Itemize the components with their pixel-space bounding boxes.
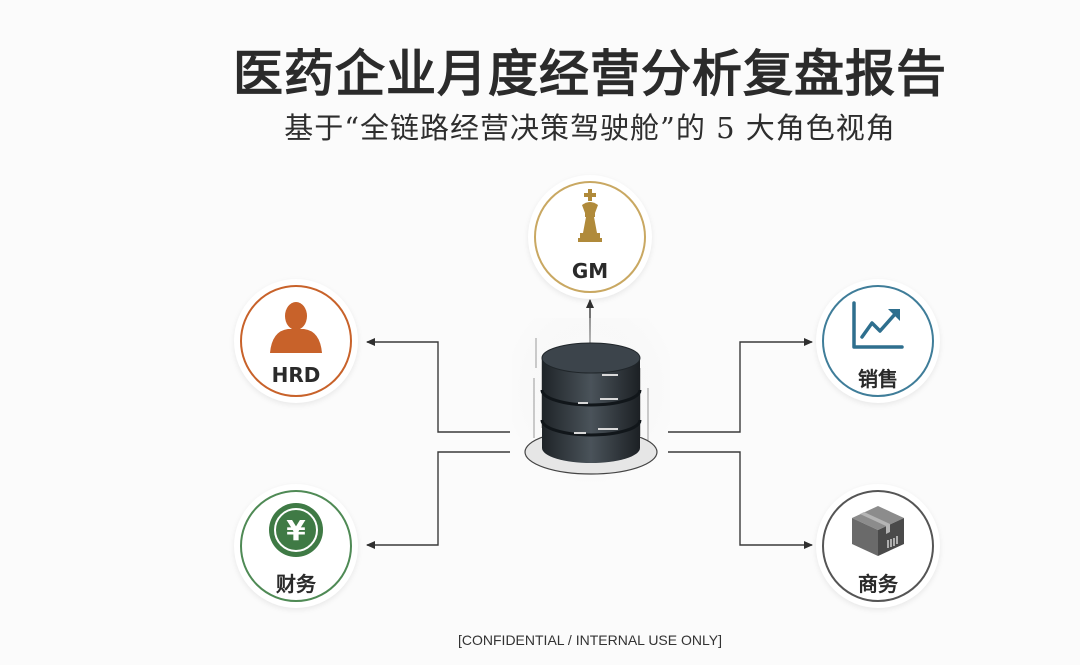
- role-node-business: 商务: [816, 484, 940, 608]
- role-node-finance: ¥ 财务: [234, 484, 358, 608]
- trend-chart-icon: [852, 301, 904, 349]
- role-label-hrd: HRD: [271, 363, 321, 387]
- yen-coin-icon: ¥: [269, 503, 323, 557]
- role-node-hrd: HRD: [234, 279, 358, 403]
- role-node-gm: GM: [528, 175, 652, 299]
- confidential-footer: [CONFIDENTIAL / INTERNAL USE ONLY]: [458, 632, 722, 648]
- connector-business: [668, 451, 813, 549]
- role-node-sales: 销售: [816, 279, 940, 403]
- connector-sales: [668, 338, 813, 433]
- report-subtitle: 基于“全链路经营决策驾驶舱”的 5 大角色视角: [284, 111, 896, 145]
- data-hub: [512, 318, 670, 494]
- database-server-icon: [512, 318, 670, 494]
- role-label-gm: GM: [571, 259, 609, 283]
- role-label-business: 商务: [858, 572, 898, 596]
- package-box-icon: [852, 506, 904, 556]
- report-title: 医药企业月度经营分析复盘报告: [233, 45, 947, 103]
- connector-finance: [366, 451, 510, 549]
- person-icon: [270, 302, 322, 353]
- role-label-finance: 财务: [276, 572, 316, 596]
- connector-hrd: [366, 338, 510, 433]
- chess-king-icon: [578, 189, 602, 242]
- svg-text:¥: ¥: [286, 514, 306, 547]
- role-label-sales: 销售: [858, 367, 898, 391]
